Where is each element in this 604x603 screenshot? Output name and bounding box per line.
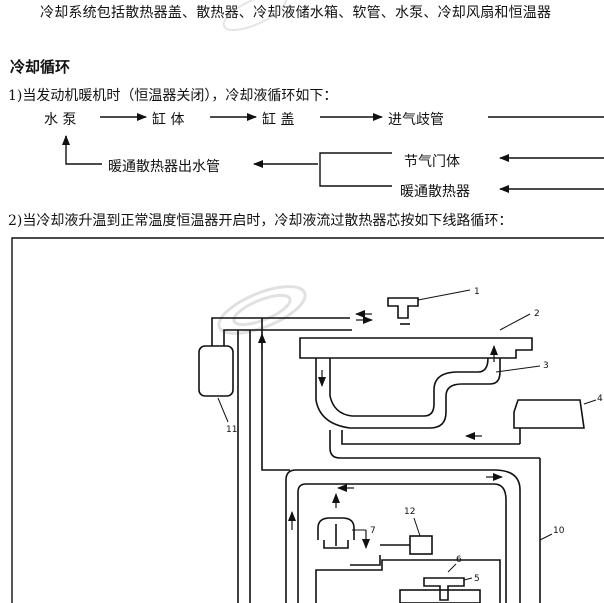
component-5 (399, 589, 481, 603)
engine-block-outline (315, 559, 501, 603)
heater-unit (513, 399, 585, 429)
callout-leaders (217, 289, 597, 581)
section-title: 冷却循环 (10, 58, 71, 76)
flow-heater-outlet: 暖通散热器出水管 (108, 159, 220, 175)
step1-text: 1)当发动机暖机时（恒温器关闭），冷却液循环如下： (8, 88, 338, 104)
watermark-logo-top (222, 0, 288, 32)
callout-3: 3 (543, 361, 549, 371)
leader-4 (583, 399, 597, 405)
line-outlet-to-pump (65, 136, 102, 165)
callout-11: 11 (226, 425, 237, 435)
callout-12: 12 (404, 507, 415, 517)
pipe-radiator-out-b (341, 430, 520, 445)
callout-6: 6 (456, 555, 462, 565)
hose-left-bypass (261, 318, 290, 471)
pipe-radiator-out-a (329, 430, 520, 459)
flow-pump: 水 泵 (44, 112, 77, 128)
flow-intake-manifold: 进气歧管 (388, 112, 444, 128)
leader-11 (217, 397, 229, 423)
flow-throttle-body: 节气门体 (404, 154, 460, 170)
bracket-join (319, 152, 392, 187)
unit-12 (409, 535, 433, 555)
flow-cylinder-head: 缸 盖 (262, 112, 295, 128)
diagram-flow-arrows (258, 310, 503, 549)
callout-7: 7 (370, 526, 376, 536)
step2-text: 2)当冷却液升温到正常温度恒温器开启时，冷却液流过散热器芯按如下线路循环： (8, 213, 513, 229)
diagram-frame (11, 237, 604, 603)
leader-1 (417, 289, 471, 301)
cooling-diagram (11, 237, 604, 603)
radiator-body (315, 358, 501, 429)
reservoir-tank (198, 345, 234, 397)
hose-right-a (493, 469, 521, 603)
leader-3 (495, 365, 541, 373)
leader-10 (539, 533, 553, 541)
hose-right-b (493, 483, 507, 603)
leader-6 (447, 563, 457, 573)
radiator-top-tank (299, 337, 533, 359)
pipe-cross-upper-a (285, 469, 494, 603)
thermostat-body (323, 540, 349, 549)
reservoir-hose-a (211, 317, 350, 346)
leader-12 (413, 517, 421, 537)
callout-4: 4 (597, 394, 603, 404)
flow-cylinder-block: 缸 体 (152, 112, 185, 128)
callout-5: 5 (474, 574, 480, 584)
pipe-cross-upper-b (297, 483, 494, 603)
component-6 (423, 577, 465, 601)
radiator-cap (387, 297, 419, 319)
watermark-logo-diagram (217, 285, 307, 335)
thermostat-housing (317, 517, 355, 540)
intro-text: 冷却系统包括散热器盖、散热器、冷却液储水箱、软管、水泵、冷却风扇和恒温器 (40, 5, 552, 21)
leader-2 (499, 313, 531, 331)
callout-2: 2 (534, 309, 540, 319)
callout-1: 1 (474, 287, 480, 297)
callout-10: 10 (553, 526, 565, 536)
leader-5 (463, 577, 473, 581)
pipe-12-lower (350, 555, 381, 566)
radiator-body-inner (329, 357, 489, 417)
reservoir-hose-b (223, 329, 352, 346)
flow-heater-core: 暖通散热器 (400, 184, 470, 200)
